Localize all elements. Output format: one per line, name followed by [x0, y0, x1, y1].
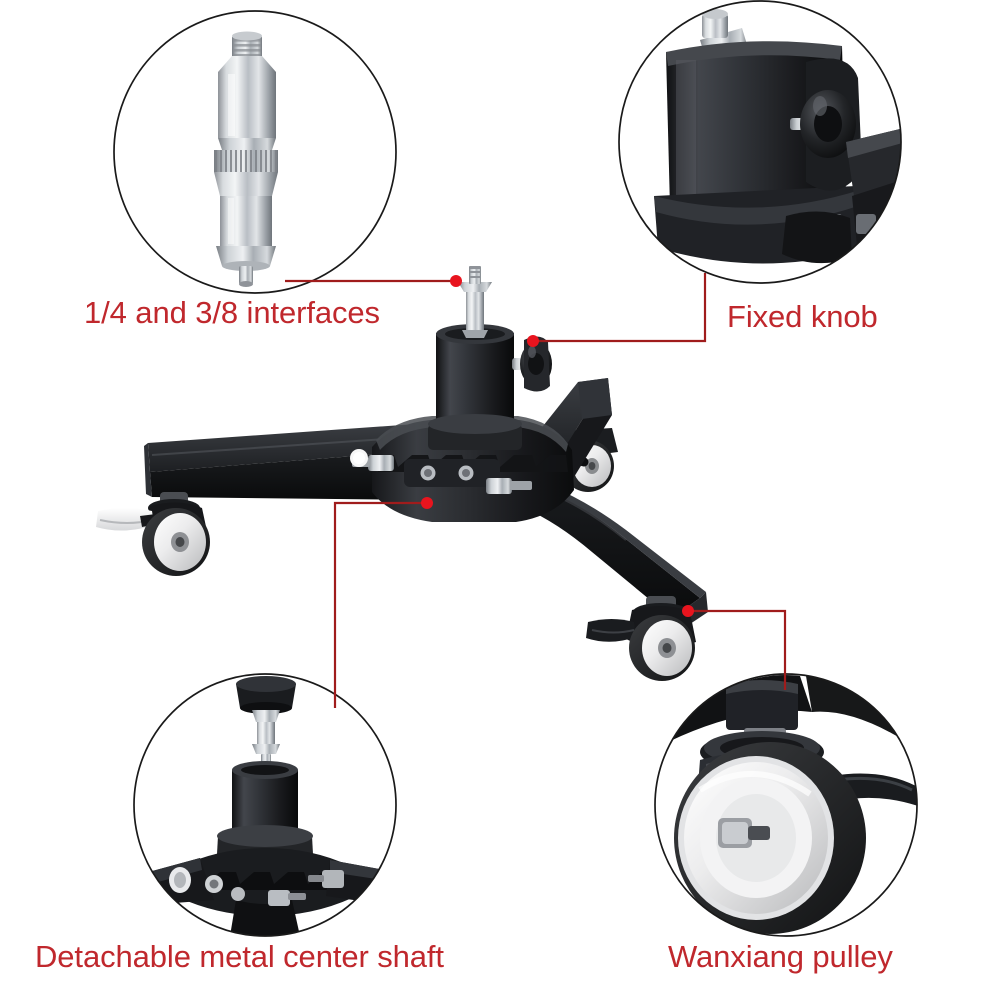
- caster-front-right: [586, 596, 696, 681]
- callout-label-interfaces: 1/4 and 3/8 interfaces: [84, 295, 380, 330]
- anchor-dot-interfaces: [450, 275, 462, 287]
- leader-line-shaft: [333, 501, 427, 708]
- fixed-knob: [512, 336, 552, 392]
- spigot-detail-art: [214, 31, 278, 287]
- anchor-dot-pulley: [682, 605, 694, 617]
- anchor-dot-shaft: [421, 497, 433, 509]
- top-spigot-stud: [458, 266, 492, 338]
- product-dolly-base: [96, 266, 708, 681]
- anchor-dot-knob: [527, 335, 539, 347]
- caster-detail-art: [660, 675, 917, 934]
- callout-label-knob: Fixed knob: [727, 299, 878, 334]
- knob-detail-art: [654, 9, 901, 264]
- riser-column: [428, 324, 522, 450]
- callout-circle-knob: [618, 0, 902, 284]
- callout-circle-interfaces: [113, 10, 397, 294]
- callout-label-pulley: Wanxiang pulley: [668, 939, 893, 974]
- leader-line-knob: [533, 273, 707, 343]
- leader-line-pulley: [688, 609, 787, 690]
- hub-bolt-right: [486, 478, 532, 494]
- caster-left: [96, 492, 210, 576]
- callout-label-shaft: Detachable metal center shaft: [35, 939, 444, 974]
- callout-circle-shaft: [133, 673, 397, 937]
